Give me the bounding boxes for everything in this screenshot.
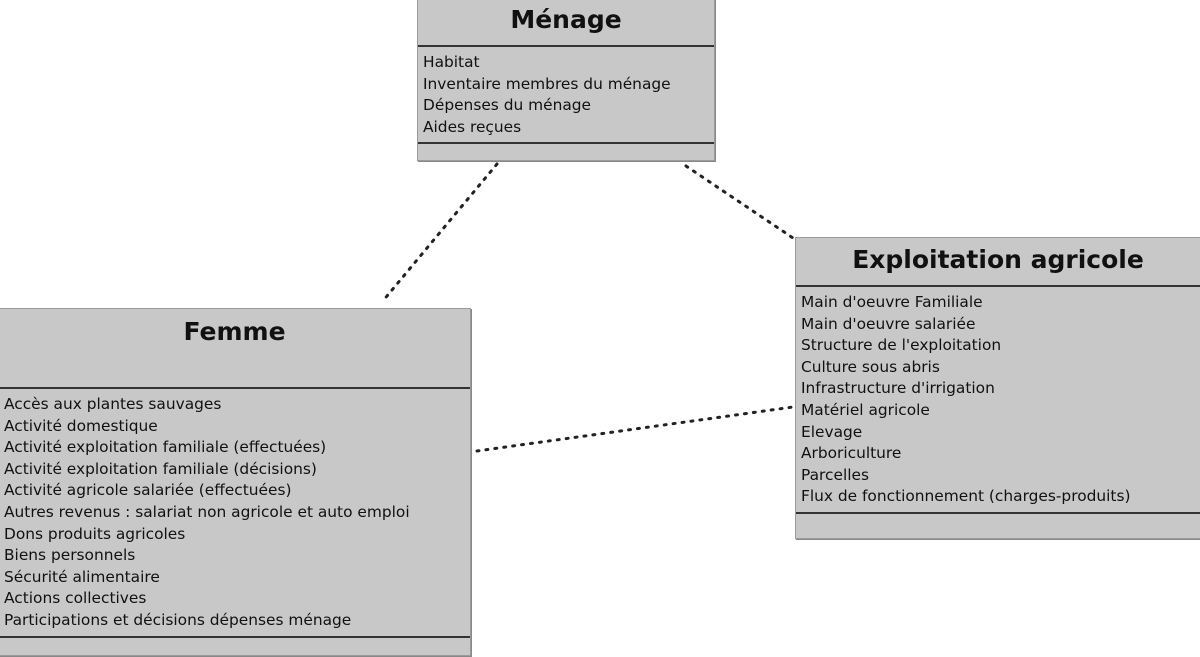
class-divider xyxy=(418,45,714,47)
attribute-activite-domestique: Activité domestique xyxy=(4,416,158,435)
attribute-acces-plantes-sauvages: Accès aux plantes sauvages xyxy=(4,395,222,413)
attribute-main-oeuvre-salariee: Main d'oeuvre salariée xyxy=(801,314,976,333)
attribute-infrastructure-irrigation: Infrastructure d'irrigation xyxy=(801,379,995,398)
attribute-actions-collectives: Actions collectives xyxy=(4,589,147,608)
class-title-exploitation-agricole: Exploitation agricole xyxy=(852,245,1144,274)
class-box-femme[interactable]: Femme Accès aux plantes sauvages Activit… xyxy=(0,308,471,656)
attribute-activite-exploitation-effectuees: Activité exploitation familiale (effectu… xyxy=(4,438,327,457)
attribute-participations-decisions: Participations et décisions dépenses mén… xyxy=(4,610,352,629)
class-divider xyxy=(0,387,470,389)
operations-compartment-menage xyxy=(418,144,714,160)
attribute-activite-exploitation-decisions: Activité exploitation familiale (décisio… xyxy=(4,459,317,478)
class-box-menage[interactable]: Ménage Habitat Inventaire membres du mén… xyxy=(417,0,715,161)
attribute-list-femme: Accès aux plantes sauvages Activité dome… xyxy=(0,389,470,636)
class-divider xyxy=(418,142,714,145)
attribute-arboriculture: Arboriculture xyxy=(801,444,902,463)
attribute-aides-recues: Aides reçues xyxy=(423,117,522,136)
class-title-menage: Ménage xyxy=(510,5,622,34)
attribute-activite-agricole-salariee: Activité agricole salariée (effectuées) xyxy=(4,481,292,500)
attribute-materiel-agricole: Matériel agricole xyxy=(801,400,930,419)
class-title-femme: Femme xyxy=(183,317,286,346)
attribute-list-exploitation-agricole: Main d'oeuvre Familiale Main d'oeuvre sa… xyxy=(796,287,1200,512)
operations-compartment-femme xyxy=(0,638,470,654)
operations-compartment-exploitation-agricole xyxy=(796,514,1200,538)
class-divider xyxy=(796,285,1200,287)
attribute-securite-alimentaire: Sécurité alimentaire xyxy=(4,567,160,586)
class-header-femme: Femme xyxy=(0,309,470,387)
class-divider xyxy=(796,511,1200,514)
attribute-inventaire-membres: Inventaire membres du ménage xyxy=(423,74,671,93)
attribute-depenses-menage: Dépenses du ménage xyxy=(423,96,592,115)
class-header-menage: Ménage xyxy=(418,0,714,45)
class-header-exploitation-agricole: Exploitation agricole xyxy=(796,238,1200,285)
association-menage-femme xyxy=(380,162,499,304)
attribute-elevage: Elevage xyxy=(801,422,863,441)
attribute-main-oeuvre-familiale: Main d'oeuvre Familiale xyxy=(801,293,983,311)
attribute-parcelles: Parcelles xyxy=(801,465,869,484)
attribute-structure-exploitation: Structure de l'exploitation xyxy=(801,336,1002,355)
attribute-flux-fonctionnement: Flux de fonctionnement (charges-produits… xyxy=(801,487,1131,506)
attribute-culture-sous-abris: Culture sous abris xyxy=(801,357,940,376)
class-box-exploitation-agricole[interactable]: Exploitation agricole Main d'oeuvre Fami… xyxy=(795,237,1200,539)
attribute-habitat: Habitat xyxy=(423,53,480,71)
attribute-biens-personnels: Biens personnels xyxy=(4,546,136,565)
association-femme-exploitation xyxy=(475,405,795,453)
class-divider xyxy=(0,635,470,638)
attribute-list-menage: Habitat Inventaire membres du ménage Dép… xyxy=(418,47,714,142)
attribute-dons-produits-agricoles: Dons produits agricoles xyxy=(4,524,186,543)
association-menage-exploitation xyxy=(684,164,798,242)
attribute-autres-revenus: Autres revenus : salariat non agricole e… xyxy=(4,502,410,521)
